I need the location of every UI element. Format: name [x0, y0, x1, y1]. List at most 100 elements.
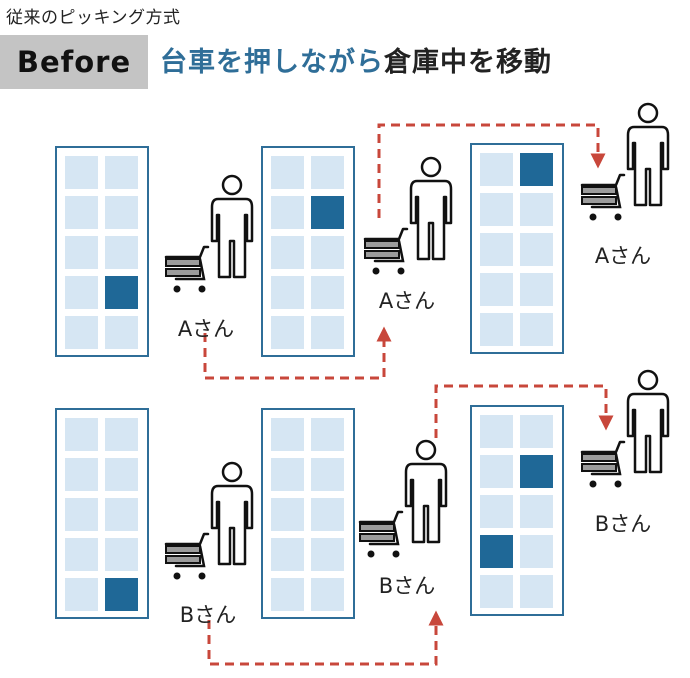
shelf-slot — [271, 418, 304, 451]
worker-a-2 — [363, 156, 453, 275]
headline-rest: 倉庫中を移動 — [384, 47, 552, 78]
shelf-a-2 — [261, 146, 355, 357]
shelf-slot — [311, 156, 344, 189]
shelf-slot — [520, 535, 553, 568]
shelf-slot — [311, 458, 344, 491]
worker-label-a-2: Aさん — [379, 289, 435, 313]
shelf-slot — [271, 196, 304, 229]
shelf-slot — [65, 498, 98, 531]
shelf-slot — [311, 276, 344, 309]
shelf-b-2 — [261, 408, 355, 619]
route-a-2 — [377, 123, 606, 218]
worker-label-b-1: Bさん — [180, 603, 236, 627]
shelf-a-1 — [55, 146, 149, 357]
shelf-slot — [311, 538, 344, 571]
shelf-slot — [480, 153, 513, 186]
shelf-slot — [311, 316, 344, 349]
shelf-slot-picked — [105, 578, 138, 611]
worker-a-3 — [580, 102, 670, 221]
shelf-slot — [271, 276, 304, 309]
shelf-slot — [271, 316, 304, 349]
shelf-b-3 — [470, 405, 564, 616]
shelf-slot — [520, 193, 553, 226]
shelf-slot — [105, 498, 138, 531]
cart-icon — [164, 532, 210, 580]
shelf-slot — [271, 156, 304, 189]
shelf-slot — [480, 455, 513, 488]
shelf-slot — [480, 415, 513, 448]
person-icon — [210, 174, 254, 279]
shelf-slot — [480, 273, 513, 306]
shelf-slot — [480, 313, 513, 346]
shelf-slot — [105, 538, 138, 571]
shelf-slot — [65, 418, 98, 451]
shelf-slot — [105, 316, 138, 349]
shelf-slot — [480, 495, 513, 528]
headline-highlight: 台車を押しながら — [160, 47, 384, 78]
before-badge: Before — [0, 35, 148, 89]
shelf-slot — [65, 156, 98, 189]
shelf-slot — [520, 273, 553, 306]
shelf-slot-picked — [520, 455, 553, 488]
shelf-slot — [65, 316, 98, 349]
worker-a-1 — [164, 174, 254, 293]
person-icon — [626, 102, 670, 207]
worker-b-1 — [164, 461, 254, 580]
person-icon — [404, 439, 448, 544]
subtitle: 従来のピッキング方式 — [6, 8, 181, 28]
person-icon — [626, 369, 670, 474]
shelf-slot — [311, 236, 344, 269]
route-a-1 — [203, 326, 392, 380]
route-b-2 — [434, 384, 614, 438]
shelf-slot — [520, 415, 553, 448]
shelf-slot — [480, 575, 513, 608]
route-b-1 — [207, 610, 444, 666]
worker-label-a-3: Aさん — [595, 244, 651, 268]
shelf-a-3 — [470, 143, 564, 354]
shelf-slot — [271, 538, 304, 571]
shelf-slot — [65, 578, 98, 611]
shelf-slot — [105, 236, 138, 269]
shelf-slot — [105, 418, 138, 451]
worker-b-2 — [358, 439, 448, 558]
shelf-slot — [520, 313, 553, 346]
cart-icon — [363, 227, 409, 275]
shelf-slot — [105, 156, 138, 189]
shelf-slot — [520, 233, 553, 266]
person-icon — [409, 156, 453, 261]
worker-label-a-1: Aさん — [178, 317, 234, 341]
worker-b-3 — [580, 369, 670, 488]
shelf-slot — [480, 233, 513, 266]
cart-icon — [580, 440, 626, 488]
shelf-slot — [311, 578, 344, 611]
worker-label-b-3: Bさん — [595, 512, 651, 536]
shelf-b-1 — [55, 408, 149, 619]
shelf-slot — [520, 575, 553, 608]
shelf-slot — [520, 495, 553, 528]
shelf-slot — [480, 193, 513, 226]
shelf-slot — [105, 458, 138, 491]
shelf-slot — [65, 196, 98, 229]
cart-icon — [580, 173, 626, 221]
shelf-slot — [271, 578, 304, 611]
shelf-slot — [65, 458, 98, 491]
person-icon — [210, 461, 254, 566]
shelf-slot — [105, 196, 138, 229]
shelf-slot — [271, 236, 304, 269]
shelf-slot-picked — [105, 276, 138, 309]
shelf-slot — [65, 236, 98, 269]
shelf-slot — [311, 418, 344, 451]
shelf-slot-picked — [520, 153, 553, 186]
shelf-slot — [311, 498, 344, 531]
shelf-slot — [271, 458, 304, 491]
cart-icon — [164, 245, 210, 293]
worker-label-b-2: Bさん — [379, 574, 435, 598]
headline: 台車を押しながら倉庫中を移動 — [160, 40, 552, 79]
shelf-slot — [271, 498, 304, 531]
shelf-slot-picked — [311, 196, 344, 229]
shelf-slot-picked — [480, 535, 513, 568]
shelf-slot — [65, 276, 98, 309]
cart-icon — [358, 510, 404, 558]
shelf-slot — [65, 538, 98, 571]
